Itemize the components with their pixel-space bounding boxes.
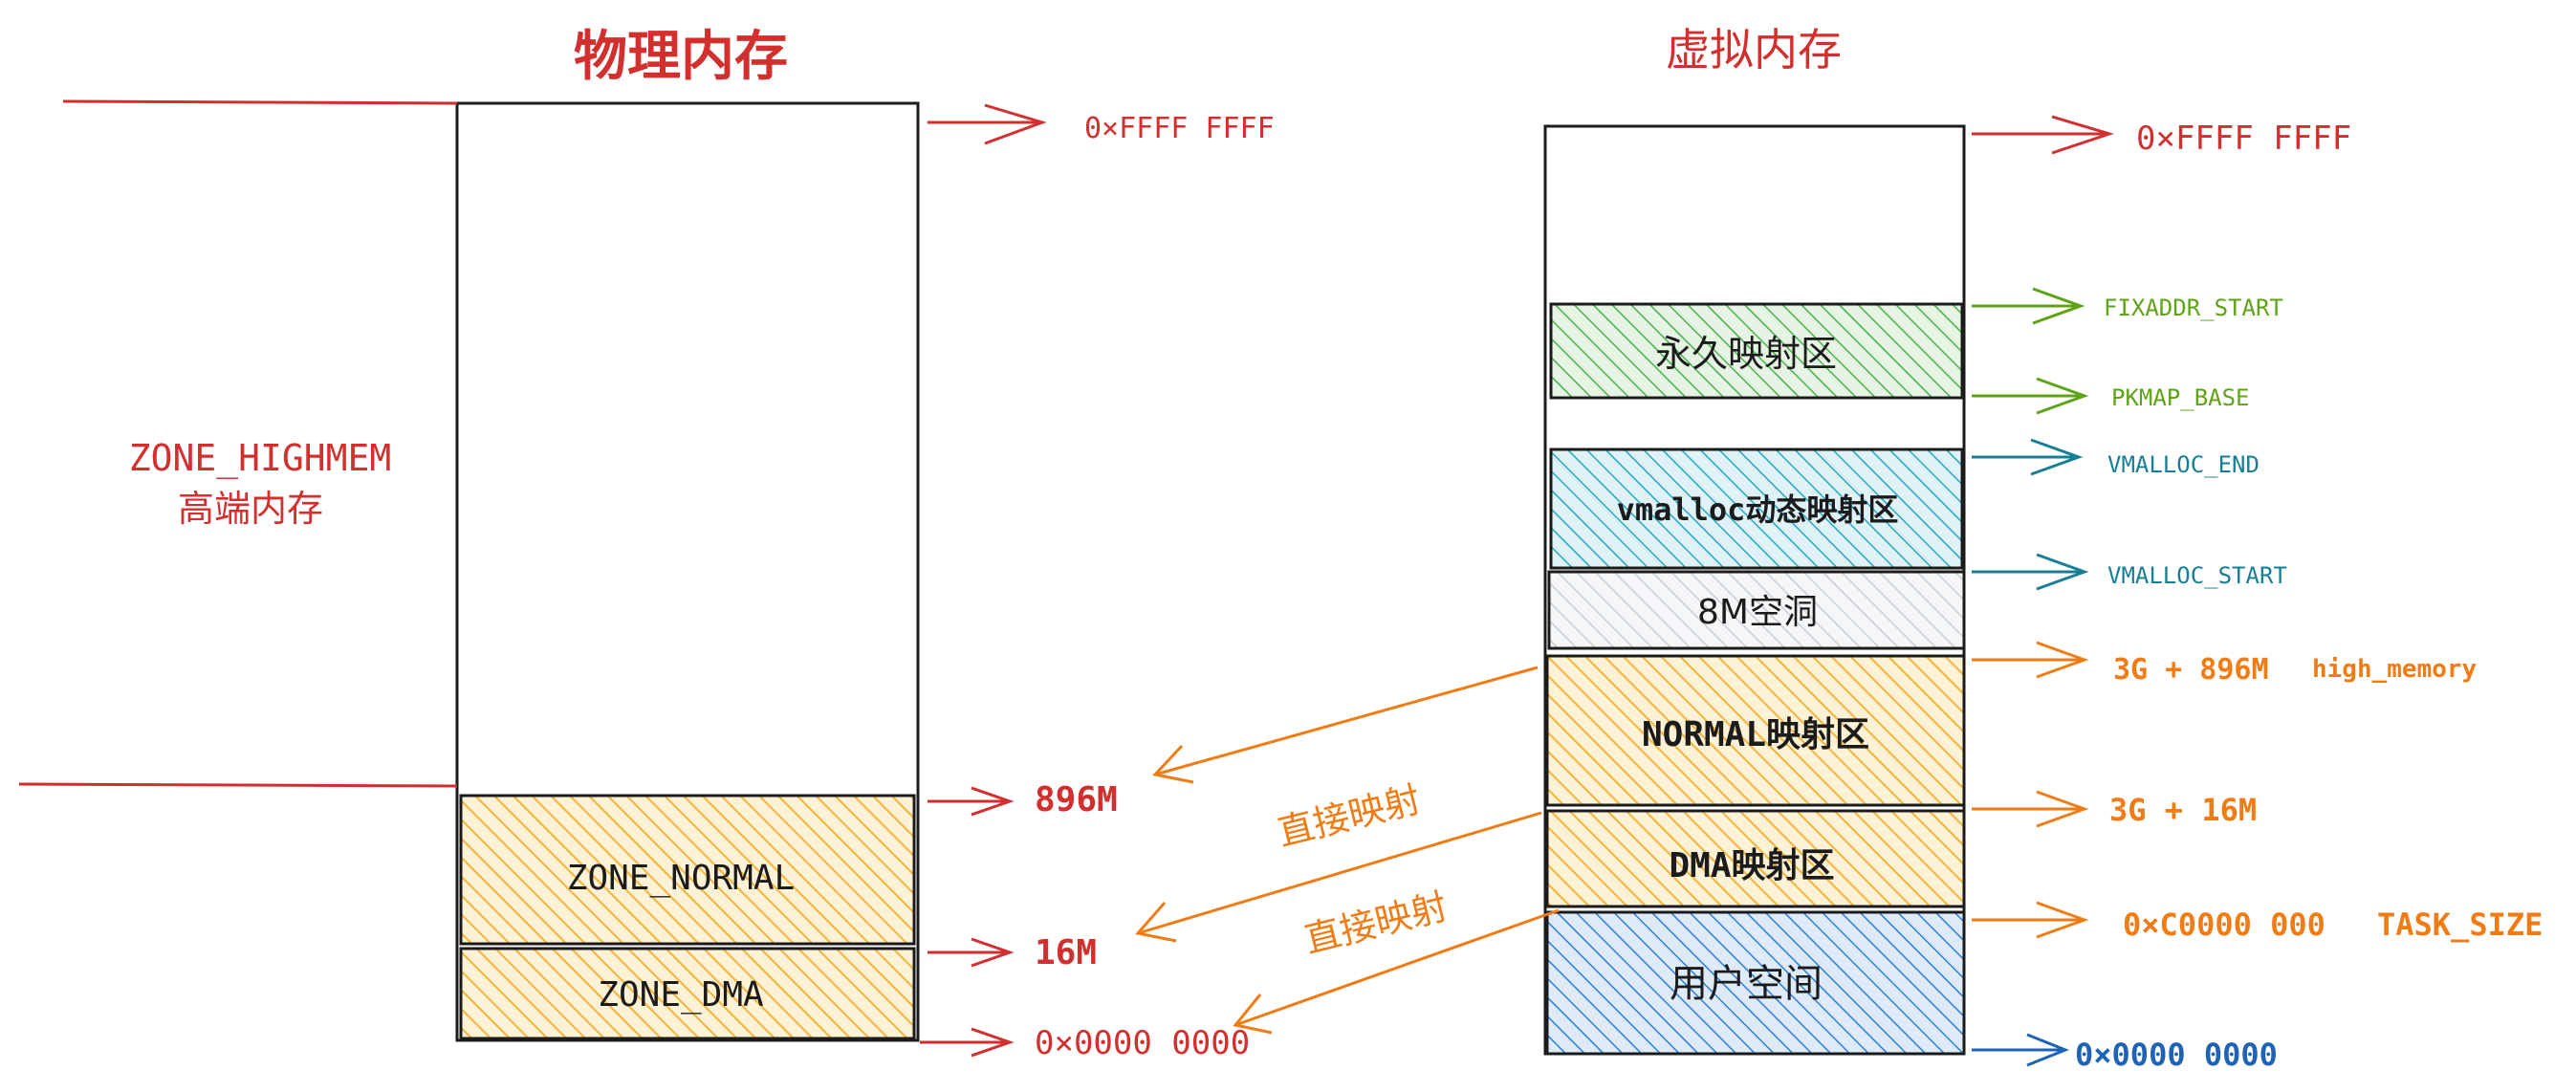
- physical-title: 物理内存: [574, 26, 788, 88]
- phys-top-arrow: [928, 103, 1047, 145]
- fixaddr-arrow: [1972, 287, 2085, 325]
- task-size-label: TASK_SIZE: [2377, 906, 2543, 943]
- phys-addr-896: 896M: [1035, 780, 1118, 819]
- virt-zero-arrow: [1972, 1033, 2070, 1067]
- hole-region: [1547, 570, 1966, 650]
- normal-map-region: [1545, 654, 1966, 807]
- addr-3g16-arrow: [1972, 790, 2089, 828]
- direct-map-label-1: 直接映射: [1274, 778, 1425, 854]
- task-size-arrow: [1972, 901, 2089, 939]
- addr-3g896: 3G + 896M: [2113, 653, 2269, 687]
- vmalloc-label: vmalloc动态映射区: [1617, 491, 1899, 528]
- virt-addr-zero: 0×0000 0000: [2075, 1037, 2278, 1073]
- zone-highmem-label: ZONE_HIGHMEM: [129, 437, 392, 480]
- zone-dma-label: ZONE_DMA: [598, 975, 764, 1015]
- perm-map-region: [1549, 302, 1964, 400]
- user-space-label: 用户空间: [1670, 962, 1823, 1006]
- vmalloc-region: [1549, 448, 1964, 570]
- direct-map-arrow-896: [1152, 666, 1539, 784]
- vmalloc-start-arrow: [1972, 553, 2089, 591]
- virtual-title: 虚拟内存: [1666, 24, 1842, 76]
- phys-16-arrow: [928, 937, 1015, 968]
- high-memory-label: high_memory: [2312, 655, 2477, 684]
- highmem-bottom-line: [18, 782, 458, 788]
- virt-addr-top: 0×FFFF FFFF: [2136, 120, 2351, 158]
- addr-c0000: 0×C0000 000: [2123, 906, 2325, 943]
- direct-map-arrow-zero: [1233, 908, 1560, 1035]
- zone-normal-label: ZONE_NORMAL: [567, 859, 795, 898]
- dma-map-region: [1545, 809, 1966, 908]
- phys-896-arrow: [928, 786, 1015, 817]
- direct-map-label-2: 直接映射: [1300, 885, 1452, 961]
- hole-label: 8M空洞: [1697, 593, 1818, 632]
- vmalloc-end-label: VMALLOC_END: [2107, 451, 2259, 478]
- vmalloc-end-arrow: [1972, 438, 2084, 476]
- fixaddr-start-label: FIXADDR_START: [2104, 295, 2283, 321]
- virt-top-arrow: [1972, 115, 2114, 155]
- highmem-top-line: [62, 99, 458, 105]
- phys-addr-zero: 0×0000 0000: [1035, 1024, 1250, 1062]
- normal-map-label: NORMAL映射区: [1642, 715, 1869, 754]
- highmem-cn-label: 高端内存: [178, 488, 323, 530]
- phys-zero-arrow: [920, 1027, 1015, 1058]
- zone-normal-block: [459, 794, 916, 946]
- direct-map-arrow-16: [1135, 811, 1542, 943]
- addr-3g16: 3G + 16M: [2109, 792, 2257, 828]
- pkmap-base-label: PKMAP_BASE: [2111, 384, 2250, 411]
- phys-addr-top: 0×FFFF FFFF: [1084, 112, 1275, 145]
- pkmap-arrow: [1972, 377, 2089, 415]
- vmalloc-start-label: VMALLOC_START: [2107, 562, 2287, 589]
- dma-map-label: DMA映射区: [1669, 846, 1834, 885]
- phys-addr-16: 16M: [1035, 933, 1097, 972]
- zone-dma-block: [459, 947, 916, 1040]
- user-space-region: [1545, 910, 1966, 1056]
- high-memory-arrow: [1972, 641, 2089, 679]
- perm-map-label: 永久映射区: [1655, 333, 1837, 375]
